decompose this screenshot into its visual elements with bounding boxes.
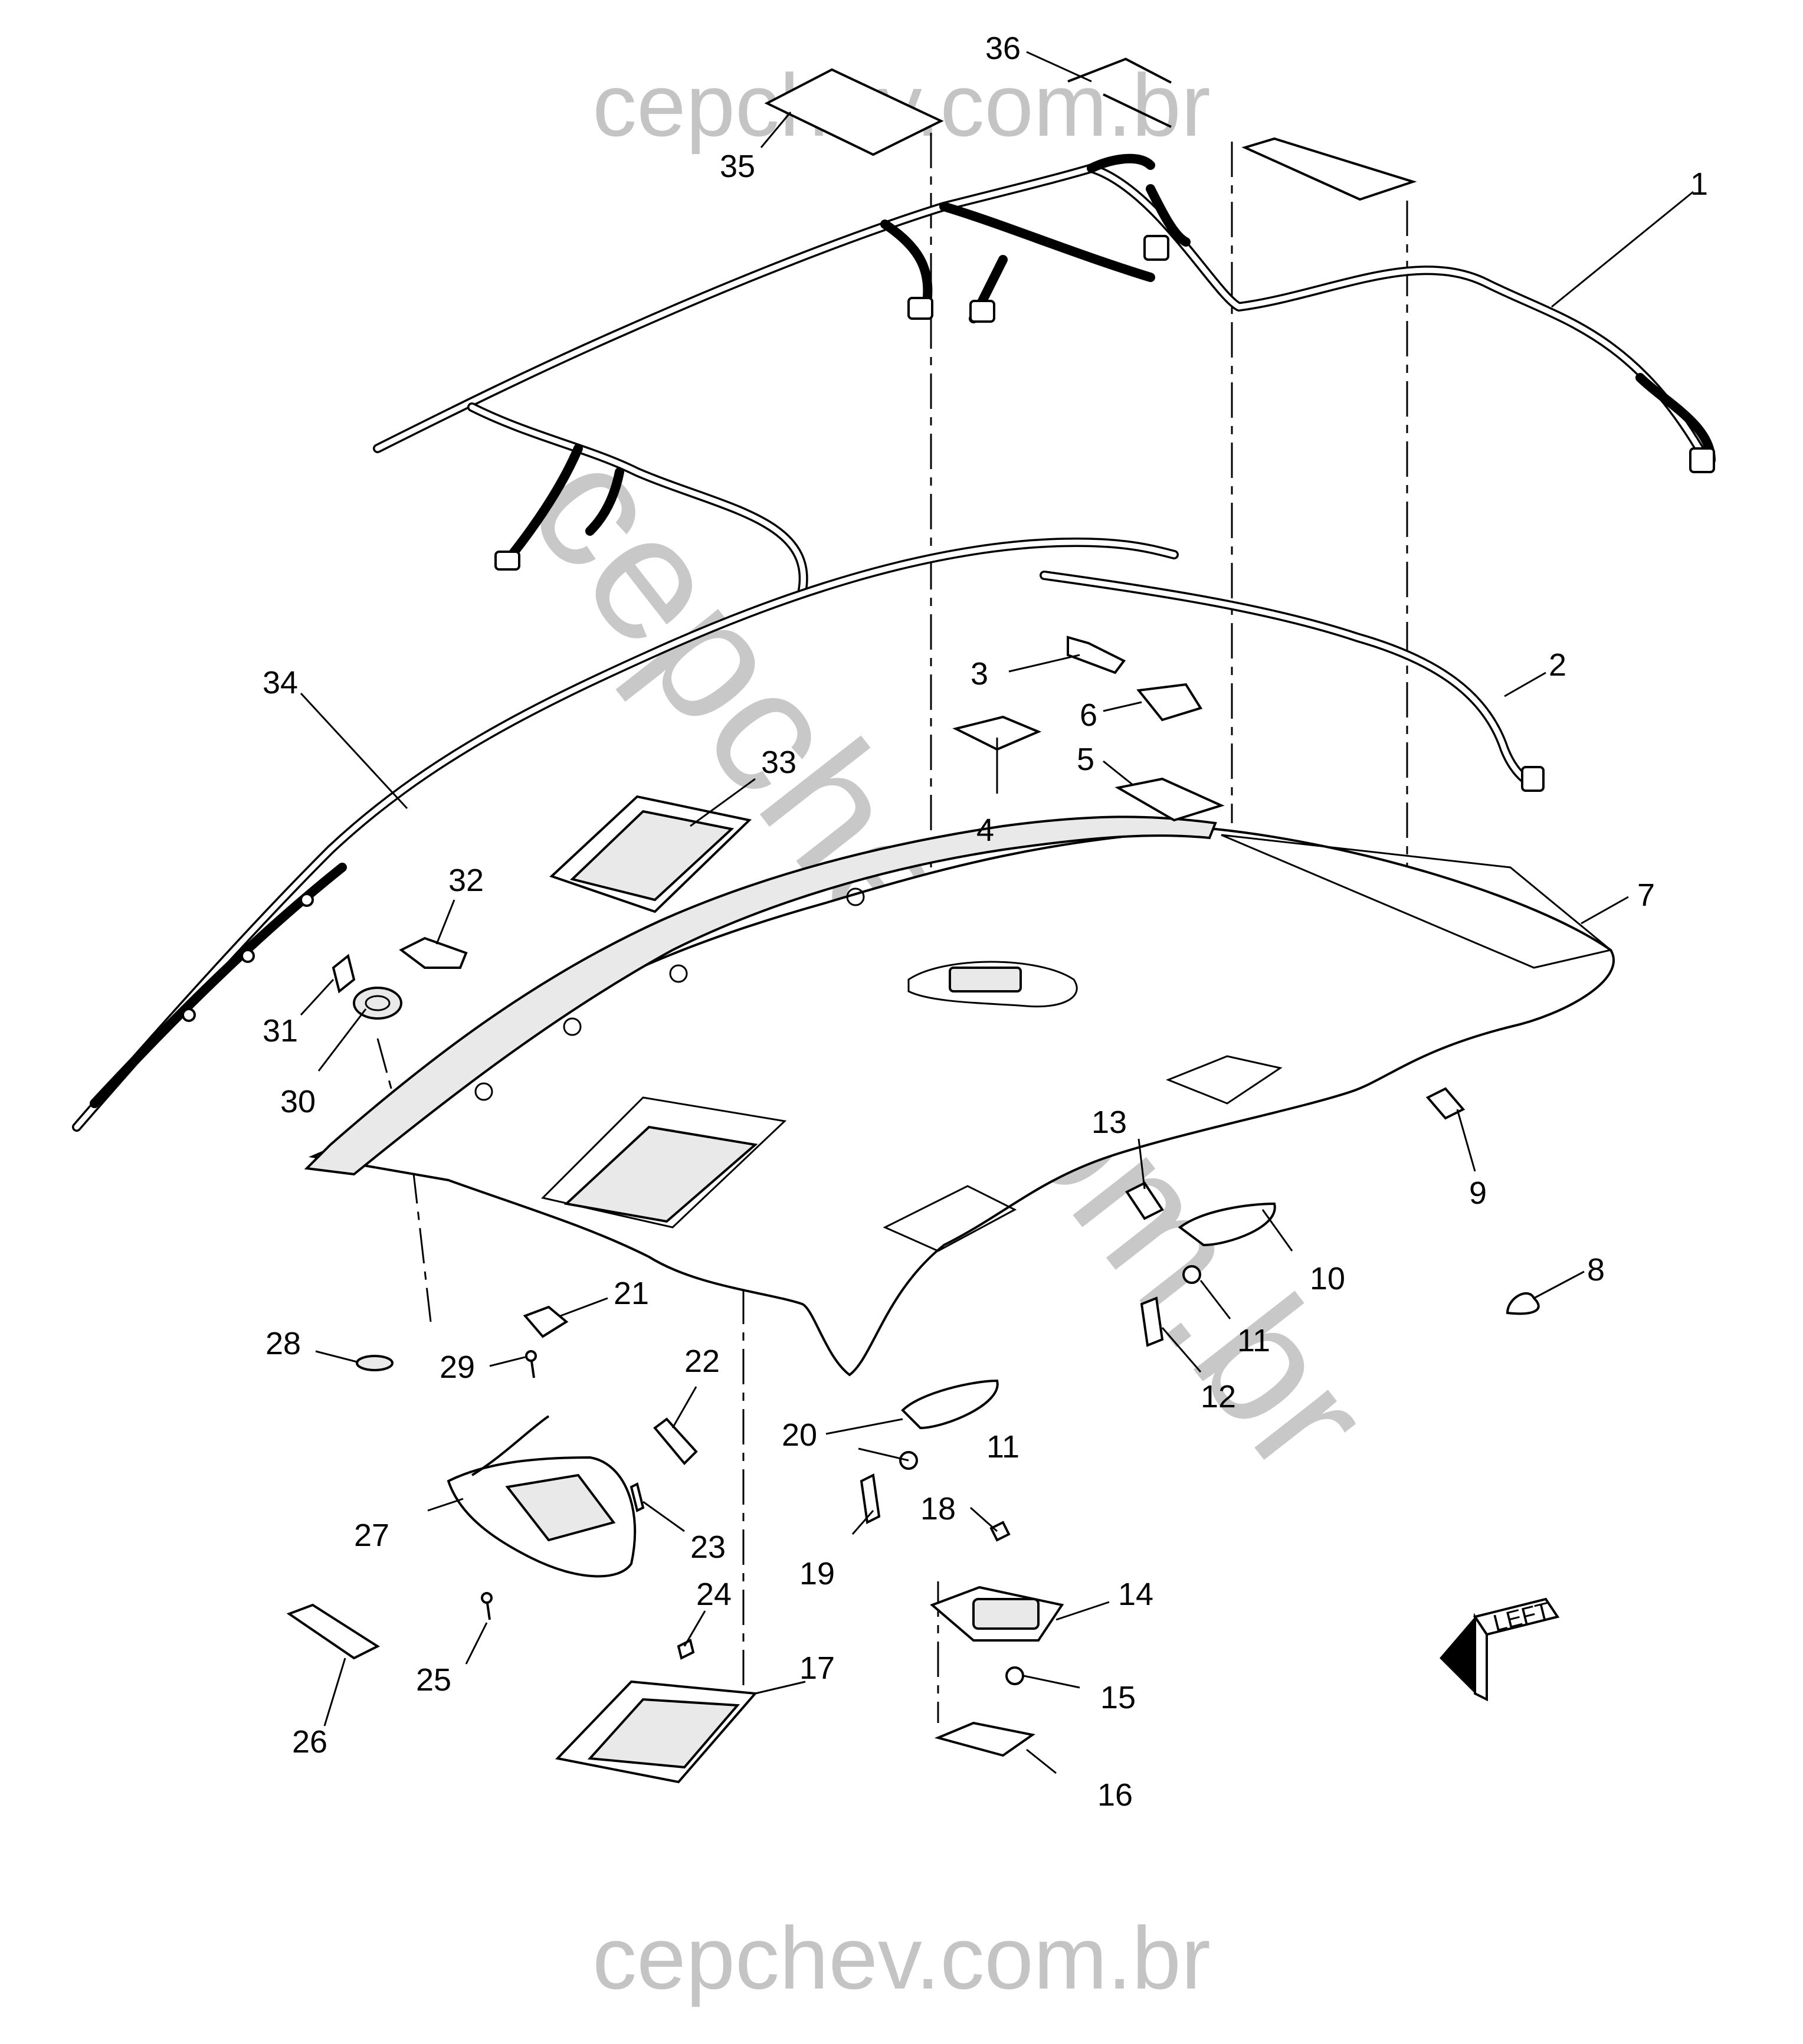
- part-3-bracket: [1067, 636, 1126, 674]
- callout-7: 7: [1637, 877, 1655, 913]
- part-1-wiring-harness: [373, 153, 1716, 595]
- part-28-washer: [356, 1355, 394, 1371]
- callout-28: 28: [265, 1326, 301, 1361]
- part-30-speaker: [353, 987, 402, 1020]
- callout-26: 26: [292, 1724, 327, 1760]
- callout-35: 35: [720, 149, 755, 184]
- callout-25: 25: [416, 1662, 451, 1698]
- part-21-clip: [523, 1305, 569, 1338]
- part-26-label: [286, 1603, 381, 1660]
- callout-9: 9: [1469, 1175, 1487, 1211]
- callout-21: 21: [614, 1276, 649, 1311]
- callout-34: 34: [263, 665, 298, 700]
- part-18-clip: [989, 1521, 1011, 1542]
- callout-23: 23: [690, 1529, 726, 1565]
- callout-8: 8: [1587, 1252, 1605, 1288]
- part-20-grab-handle: [901, 1379, 999, 1430]
- callout-30: 30: [280, 1084, 316, 1119]
- part-4-cover: [952, 715, 1042, 751]
- callout-4: 4: [976, 813, 994, 848]
- callout-19: 19: [799, 1556, 835, 1591]
- callout-15: 15: [1100, 1680, 1136, 1715]
- part-27-sun-visor: [447, 1415, 637, 1578]
- callout-2: 2: [1549, 647, 1566, 683]
- callout-32: 32: [448, 863, 484, 898]
- callout-14: 14: [1118, 1577, 1153, 1612]
- part-5-bracket: [1114, 777, 1225, 822]
- part-23-clip: [630, 1482, 645, 1512]
- orientation-arrow-icon: [1440, 1617, 1475, 1693]
- orientation-label: LEFT: [1491, 1597, 1553, 1636]
- callout-24: 24: [696, 1577, 732, 1612]
- callout-labels: 1 2 3 4 5 6 7 8 9 10 11 11 12 13 14 15 1…: [263, 31, 1708, 1813]
- callout-33: 33: [761, 745, 796, 780]
- part-13-clip: [1125, 1181, 1164, 1220]
- callout-11a: 11: [1237, 1323, 1270, 1358]
- part-7-headliner: [304, 815, 1615, 1377]
- callout-11b: 11: [986, 1429, 1019, 1465]
- part-33-sunroof-frame: [549, 795, 752, 913]
- part-29-screw: [525, 1350, 537, 1378]
- part-8-retainer: [1506, 1292, 1540, 1315]
- callout-27: 27: [354, 1518, 389, 1553]
- part-9-clip: [1425, 1087, 1466, 1120]
- callout-29: 29: [440, 1349, 475, 1385]
- part-17-overhead-console: [555, 1680, 758, 1784]
- part-34-roof-rail-airbag: [72, 538, 1179, 1132]
- leader-lines: [300, 51, 1694, 1774]
- callout-36: 36: [985, 31, 1021, 66]
- alignment-lines: [376, 133, 1408, 1723]
- part-22-cover: [653, 1417, 698, 1465]
- part-31-clip: [332, 954, 356, 994]
- part-36-panel: [1067, 57, 1172, 128]
- callout-5: 5: [1077, 742, 1094, 777]
- roof-panel-right: [1241, 137, 1417, 201]
- callout-31: 31: [263, 1013, 298, 1049]
- part-6-bracket: [1136, 683, 1203, 722]
- callout-16: 16: [1097, 1777, 1133, 1813]
- callout-3: 3: [971, 656, 988, 692]
- part-14-dome-lamp: [930, 1586, 1064, 1642]
- watermark-bottom: cepchev.com.br: [592, 1908, 1211, 2007]
- callout-17: 17: [799, 1650, 835, 1686]
- callout-18: 18: [920, 1491, 956, 1527]
- orientation-left-badge: LEFT: [1440, 1597, 1560, 1702]
- part-12-cover: [1140, 1296, 1164, 1347]
- part-11-screw-right: [1182, 1265, 1201, 1284]
- part-2-drain-tube: [1040, 571, 1545, 792]
- callout-6: 6: [1080, 697, 1097, 733]
- part-25-screw: [481, 1592, 493, 1620]
- callout-22: 22: [684, 1344, 720, 1379]
- callout-1: 1: [1690, 166, 1708, 202]
- part-16-lens: [934, 1721, 1035, 1757]
- part-10-grab-handle: [1178, 1202, 1276, 1247]
- part-32-clip: [399, 936, 468, 969]
- part-35-panel: [764, 68, 944, 156]
- callout-12: 12: [1201, 1379, 1236, 1414]
- callout-20: 20: [782, 1417, 817, 1453]
- part-19-cover: [860, 1473, 881, 1525]
- callout-13: 13: [1091, 1105, 1127, 1140]
- part-15-bulb: [1005, 1666, 1024, 1685]
- callout-10: 10: [1310, 1261, 1345, 1296]
